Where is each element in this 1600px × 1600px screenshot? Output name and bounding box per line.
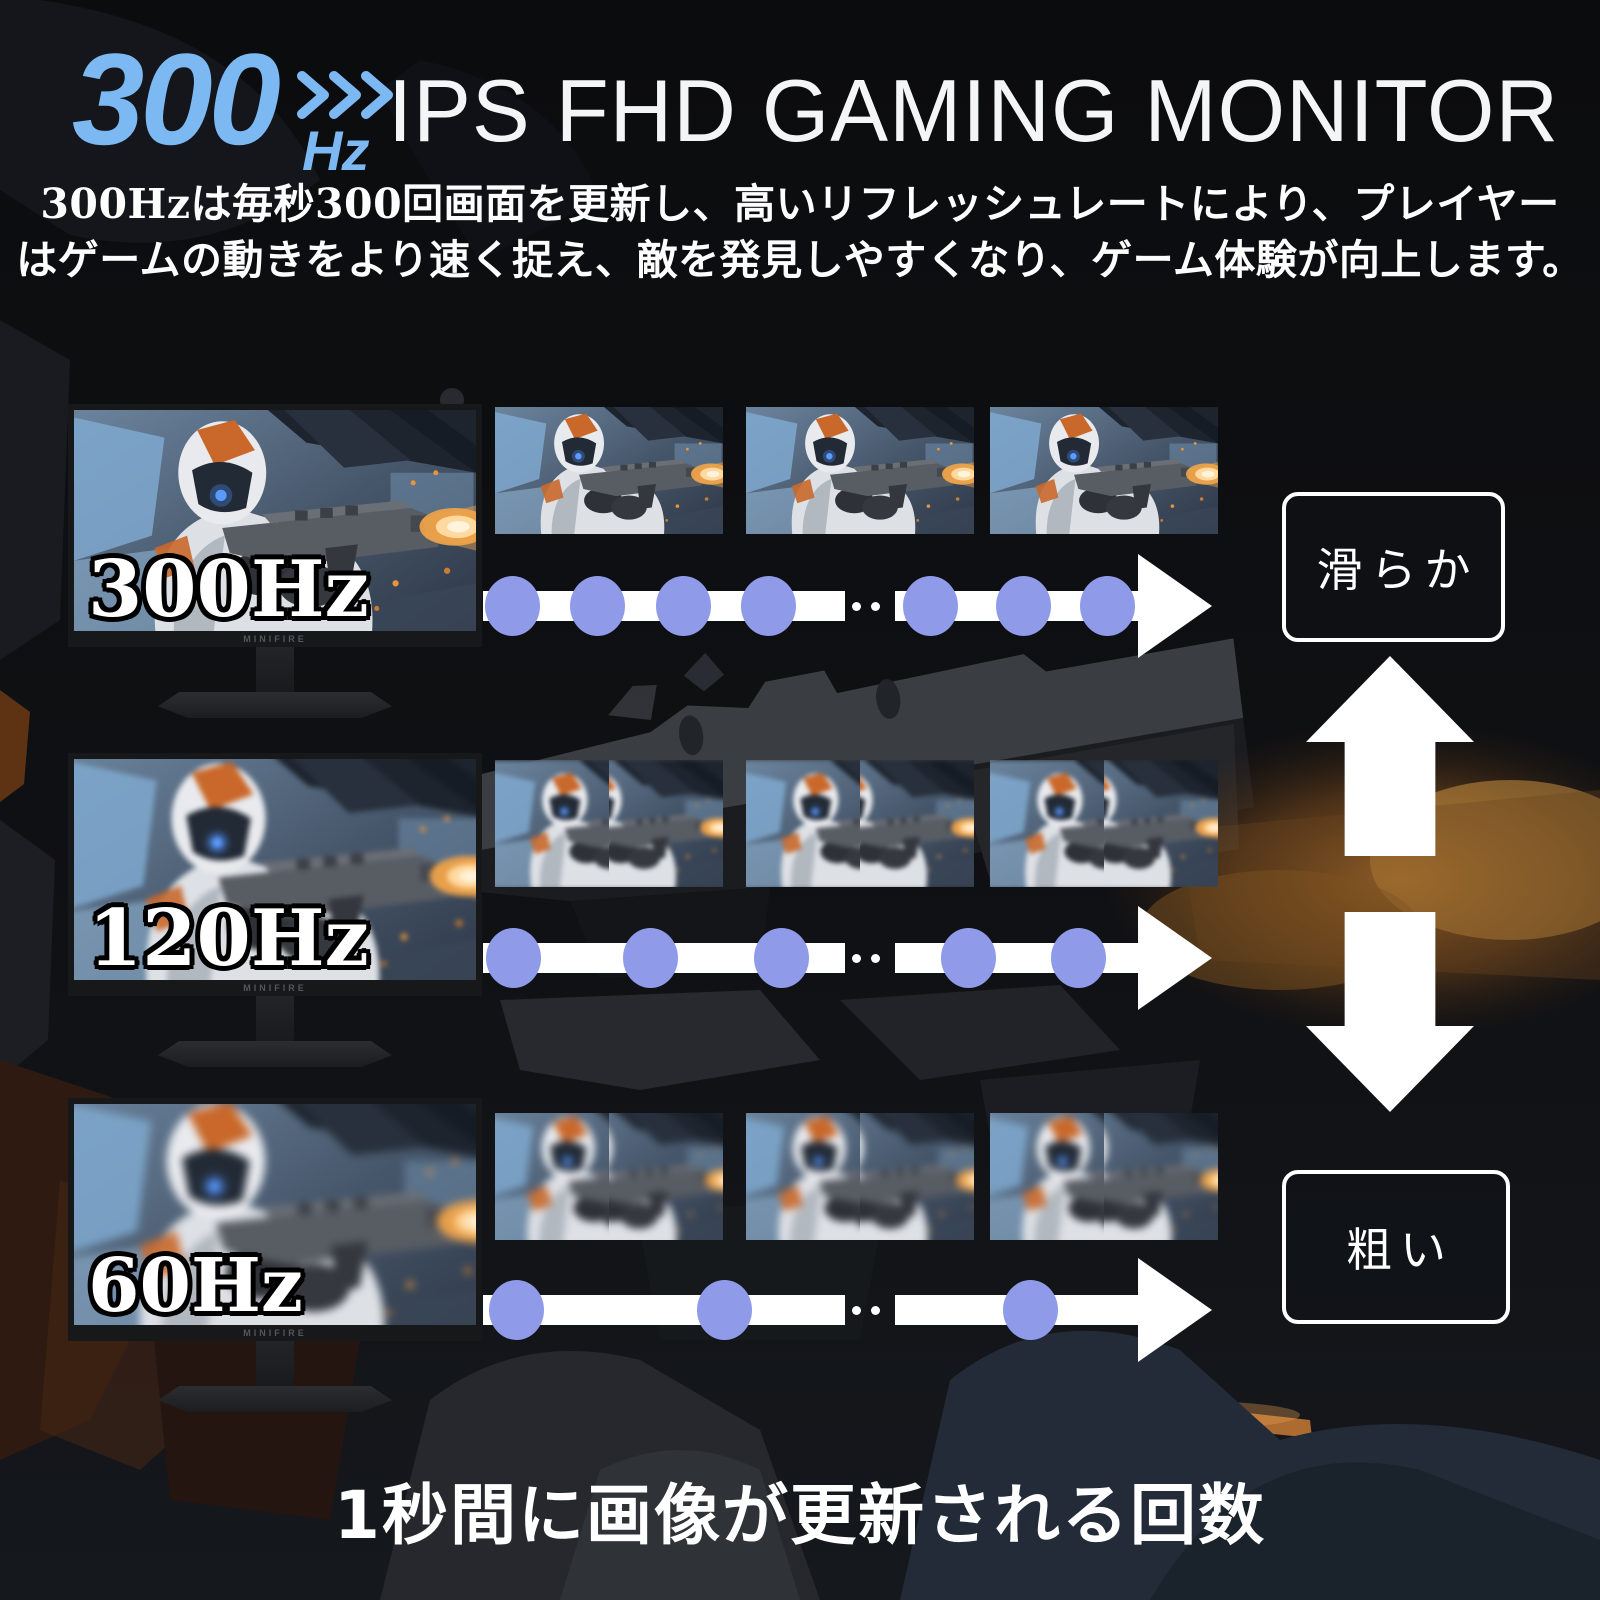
monitor-stand-neck	[256, 1341, 294, 1387]
page-title: IPS FHD GAMING MONITOR	[388, 61, 1560, 160]
frame-strip-300hz	[495, 407, 1220, 534]
frame-pair	[746, 1113, 974, 1240]
game-scene-blur-medium	[990, 760, 1104, 887]
ellipsis-dot	[852, 1306, 861, 1315]
game-scene-blur-heavy	[990, 1113, 1104, 1240]
monitor-120hz: 120Hz MINIFIRE	[68, 753, 482, 1067]
update-dot	[741, 576, 796, 636]
frame-pair	[990, 760, 1218, 887]
monitor-stand-neck	[256, 996, 294, 1042]
game-scene-blur-medium	[495, 760, 609, 887]
monitor-bezel: MINIFIRE	[68, 980, 482, 996]
game-scene-sharp	[746, 407, 974, 534]
game-scene-sharp	[990, 407, 1218, 534]
ellipsis-dot	[852, 602, 861, 611]
update-dot	[623, 928, 678, 988]
frame-strip-60hz	[495, 1113, 1220, 1240]
rough-label: 粗い	[1346, 1223, 1454, 1277]
update-dot	[570, 576, 625, 636]
arrow-head-icon	[1138, 906, 1212, 1010]
description-line-1: 300Hzは毎秒300回画面を更新し、高いリフレッシュレートにより、プレイヤー	[40, 180, 1560, 228]
refresh-rate-logo: 300 Hz	[72, 28, 393, 182]
update-dot	[903, 576, 958, 636]
game-scene-blur-medium	[1104, 760, 1218, 887]
update-dot	[941, 928, 996, 988]
monitor-screen-120hz: 120Hz	[68, 753, 482, 980]
timeline-120hz	[483, 906, 1215, 1010]
game-scene-blur-heavy	[495, 1113, 609, 1240]
timeline-60hz	[483, 1258, 1215, 1362]
monitor-brand: MINIFIRE	[243, 983, 307, 993]
logo-number: 300	[72, 26, 281, 172]
smooth-label-box: 滑らか	[1282, 492, 1505, 642]
update-dot	[996, 576, 1051, 636]
game-scene-blur-medium	[860, 760, 974, 887]
update-dot	[489, 1280, 544, 1340]
update-dot	[754, 928, 809, 988]
game-scene-blur-heavy	[1104, 1113, 1218, 1240]
frame-pair	[746, 760, 974, 887]
frame-thumb	[990, 407, 1218, 534]
monitor-stand-base	[158, 1386, 392, 1412]
frame-pair	[495, 760, 723, 887]
game-scene-blur-heavy	[746, 1113, 860, 1240]
monitor-brand: MINIFIRE	[243, 634, 307, 644]
timeline-300hz	[483, 554, 1215, 658]
game-scene-blur-heavy	[609, 1113, 723, 1240]
frame-pair	[495, 1113, 723, 1240]
update-dot	[486, 928, 541, 988]
update-dot	[485, 576, 540, 636]
ellipsis-dot	[871, 954, 880, 963]
update-dot	[1003, 1280, 1058, 1340]
logo-unit: Hz	[302, 119, 369, 182]
arrow-head-icon	[1138, 554, 1212, 658]
monitor-bezel: MINIFIRE	[68, 1325, 482, 1341]
refresh-label-60hz: 60Hz	[88, 1243, 303, 1325]
monitor-300hz: 300Hz MINIFIRE	[68, 404, 482, 718]
ellipsis-dot	[852, 954, 861, 963]
monitor-60hz: 60Hz MINIFIRE	[68, 1098, 482, 1412]
update-dot	[1080, 576, 1135, 636]
frame-thumb	[495, 407, 723, 534]
monitor-stand-base	[158, 1041, 392, 1067]
monitor-stand-base	[158, 692, 392, 718]
game-scene-blur-heavy	[860, 1113, 974, 1240]
arrow-head-icon	[1138, 1258, 1212, 1362]
refresh-label-120hz: 120Hz	[88, 893, 369, 980]
chevrons-icon	[297, 71, 393, 119]
monitor-screen-60hz: 60Hz	[68, 1098, 482, 1325]
smooth-label: 滑らか	[1316, 543, 1479, 597]
ellipsis-dot	[833, 1306, 842, 1315]
monitor-stand-neck	[256, 647, 294, 693]
ellipsis-dot	[833, 602, 842, 611]
update-dot	[1051, 928, 1106, 988]
frame-thumb	[746, 407, 974, 534]
update-dot	[697, 1280, 752, 1340]
ellipsis-dot	[833, 954, 842, 963]
monitor-brand: MINIFIRE	[243, 1328, 307, 1338]
game-scene-blur-medium	[609, 760, 723, 887]
frame-strip-120hz	[495, 760, 1220, 887]
refresh-label-300hz: 300Hz	[88, 544, 369, 631]
game-scene-blur-medium	[746, 760, 860, 887]
ellipsis-dot	[871, 1306, 880, 1315]
frame-pair	[990, 1113, 1218, 1240]
rough-label-box: 粗い	[1282, 1170, 1510, 1324]
monitor-screen-300hz: 300Hz	[68, 404, 482, 631]
ellipsis-dot	[871, 602, 880, 611]
game-scene-sharp	[495, 407, 723, 534]
update-dot	[656, 576, 711, 636]
description-line-2: はゲームの動きをより速く捉え、敵を発見しやすくなり、ゲーム体験が向上します。	[16, 236, 1584, 284]
bottom-caption: 1秒間に画像が更新される回数	[334, 1477, 1266, 1554]
arrow-shaft	[895, 943, 1145, 973]
monitor-bezel: MINIFIRE	[68, 631, 482, 647]
description-text: 300Hzは毎秒300回画面を更新し、高いリフレッシュレートにより、プレイヤー …	[0, 176, 1600, 288]
